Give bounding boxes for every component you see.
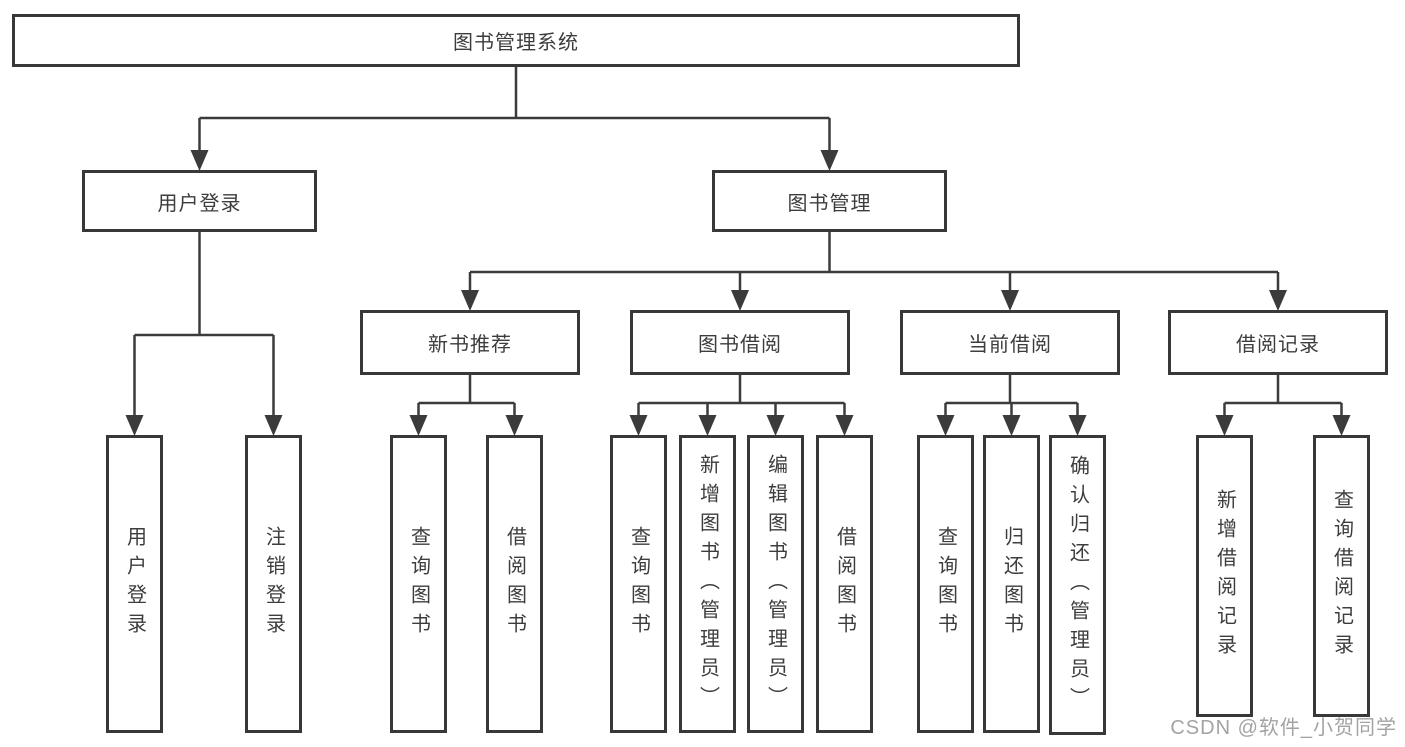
watermark: CSDN @软件_小贺同学 <box>1170 717 1397 739</box>
leaf-confirm-return-admin: 确认归还（管理员） <box>1049 435 1106 735</box>
node-user-login: 用户登录 <box>82 170 317 232</box>
leaf-edit-book-admin: 编辑图书（管理员） <box>747 435 804 733</box>
leaf-add-borrow-record: 新增借阅记录 <box>1196 435 1253 717</box>
leaf-user-login: 用户登录 <box>106 435 163 733</box>
node-current-borrowing: 当前借阅 <box>900 310 1120 375</box>
leaf-query-books-current: 查询图书 <box>917 435 974 733</box>
node-library-management-system: 图书管理系统 <box>12 14 1020 67</box>
leaf-add-book-admin: 新增图书（管理员） <box>679 435 736 733</box>
leaf-logout: 注销登录 <box>245 435 302 733</box>
node-book-management: 图书管理 <box>712 170 947 232</box>
node-new-book-recommendation: 新书推荐 <box>360 310 580 375</box>
leaf-return-books: 归还图书 <box>983 435 1040 733</box>
leaf-query-books-borrowing: 查询图书 <box>610 435 667 733</box>
leaf-borrow-books-recommendation: 借阅图书 <box>486 435 543 733</box>
leaf-query-borrow-record: 查询借阅记录 <box>1313 435 1370 717</box>
node-borrowing-records: 借阅记录 <box>1168 310 1388 375</box>
node-book-borrowing: 图书借阅 <box>630 310 850 375</box>
leaf-query-books-recommendation: 查询图书 <box>390 435 447 733</box>
leaf-borrow-books-borrowing: 借阅图书 <box>816 435 873 733</box>
